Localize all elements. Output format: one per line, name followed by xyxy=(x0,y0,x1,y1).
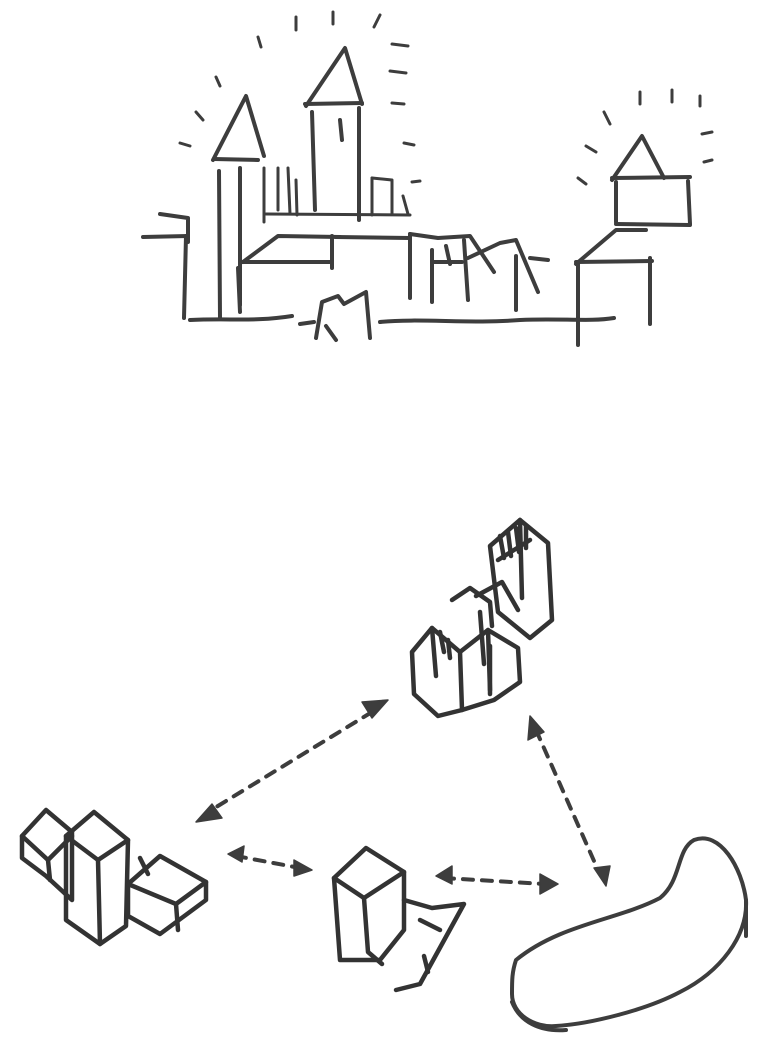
arrowhead-to-cathedral-2 xyxy=(528,716,544,740)
link-central-building-platform xyxy=(444,878,544,884)
arrowhead-to-platform-2 xyxy=(594,866,610,886)
arrowhead-to-central-building-2 xyxy=(436,866,452,884)
cathedral-cluster xyxy=(412,520,552,716)
left-wall xyxy=(143,214,188,318)
central-spire-tower xyxy=(305,48,362,220)
battlement-block xyxy=(264,168,410,222)
link-cathedral-left-cluster xyxy=(208,712,372,812)
town-skyline-sketch xyxy=(143,12,712,345)
dashed-arrows xyxy=(196,700,610,894)
ground-line xyxy=(190,268,614,324)
radiating-lines-left xyxy=(180,12,420,214)
arrowhead-to-central-building xyxy=(294,860,312,876)
arrowhead-to-left-cluster-2 xyxy=(228,846,244,862)
link-left-cluster-central-building xyxy=(236,856,300,868)
radiating-lines-right xyxy=(578,90,712,184)
curved-platform xyxy=(512,838,746,1030)
central-small-building xyxy=(334,848,464,990)
left-building-cluster xyxy=(22,810,206,944)
link-cathedral-platform xyxy=(536,730,598,870)
building-relationship-diagram xyxy=(22,520,746,1030)
lower-rooftops xyxy=(243,234,548,310)
gate-arch xyxy=(316,292,370,340)
arrowhead-to-platform xyxy=(540,874,558,894)
right-tower xyxy=(576,136,690,345)
